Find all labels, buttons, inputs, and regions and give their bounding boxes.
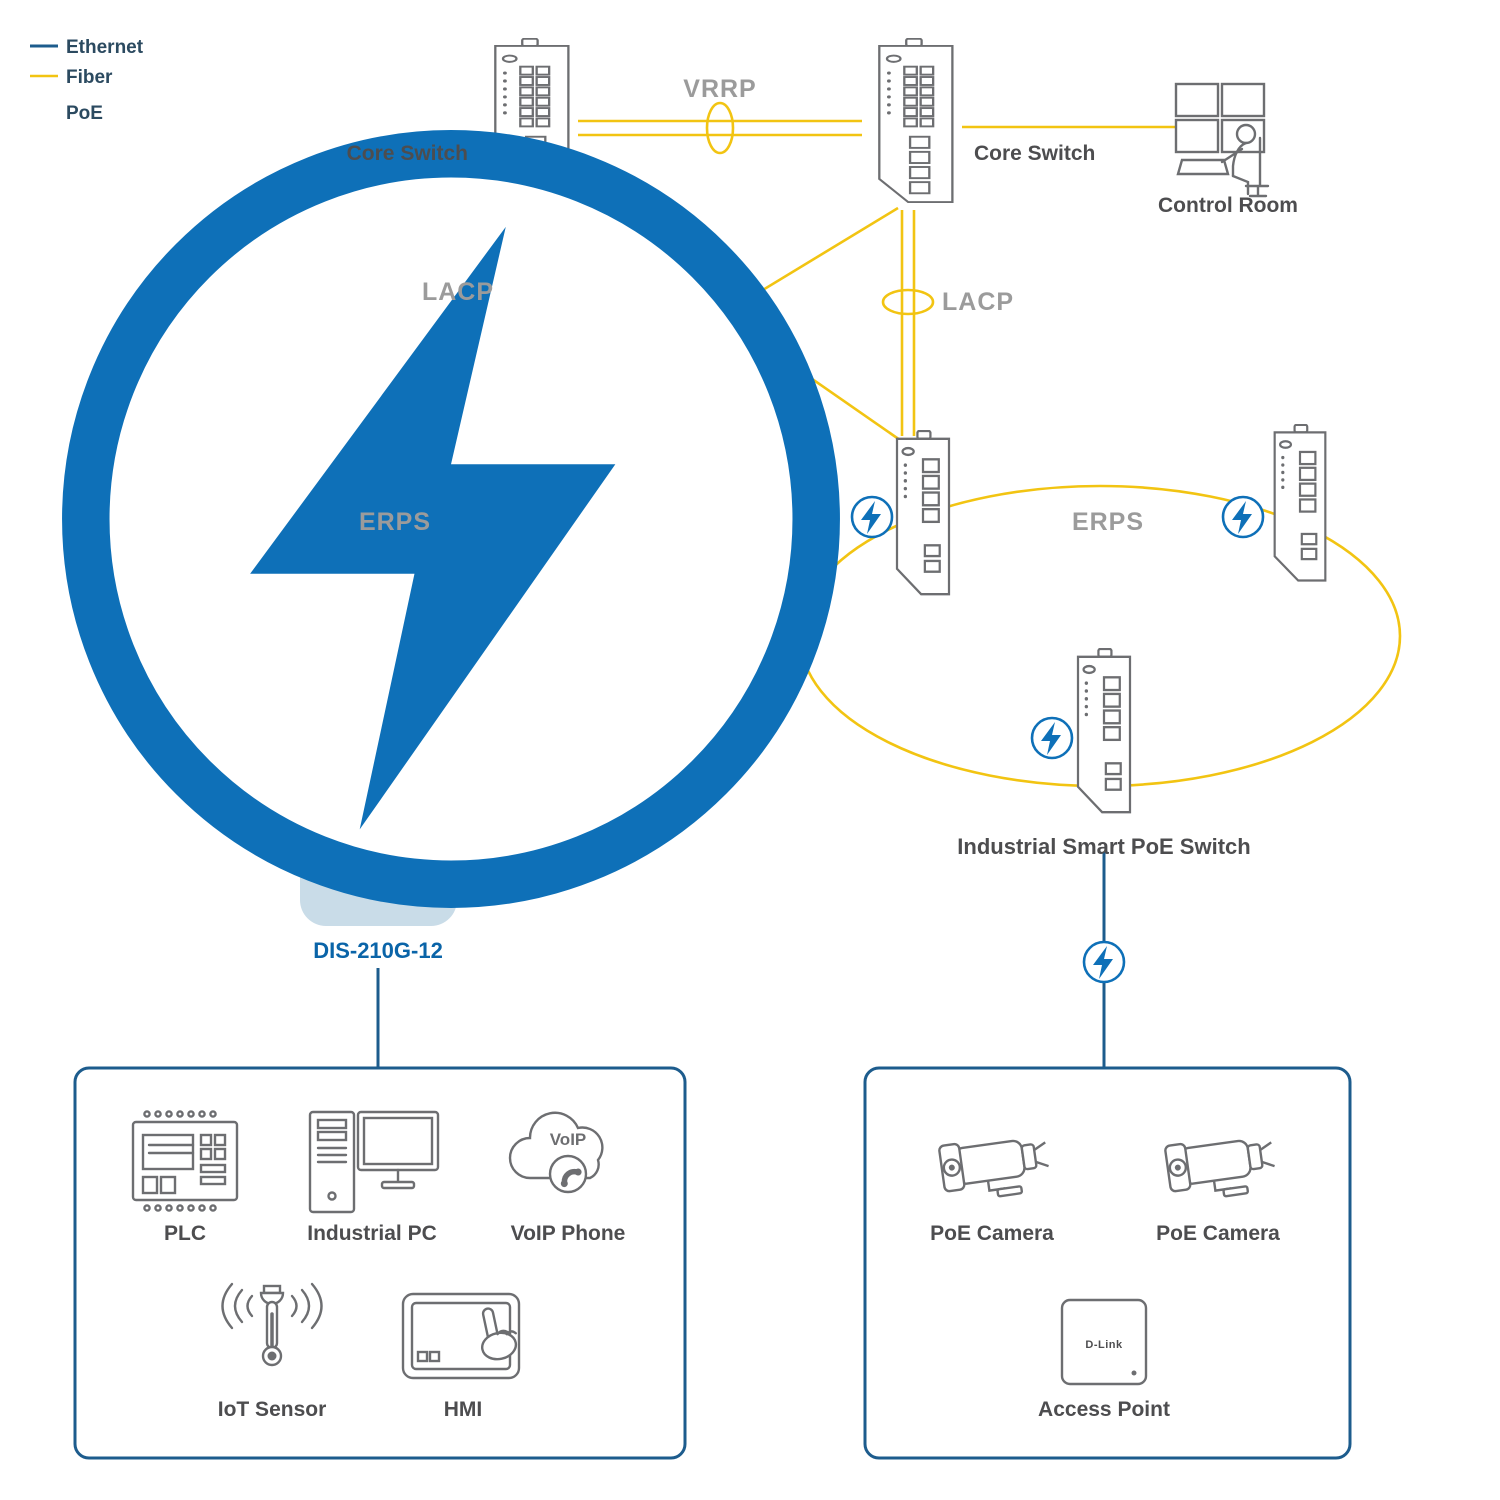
handset-icon [560, 1168, 582, 1188]
control-room-label: Control Room [1158, 194, 1298, 217]
access-point-icon: D-Link [1060, 1298, 1148, 1386]
erps-right-label: ERPS [1072, 508, 1144, 536]
vrrp-oval [705, 101, 735, 155]
legend-poe-icon [86, 154, 816, 884]
legend: Ethernet Fiber PoE [30, 37, 816, 884]
poe-switch-label: Industrial Smart PoE Switch [957, 834, 1250, 859]
iot-sensor-icon [221, 1282, 323, 1367]
lacp-left-label: LACP [422, 278, 494, 306]
right-ring-switches [850, 424, 1327, 814]
plc-icon [131, 1110, 239, 1212]
poe-switch-icon-2 [1273, 424, 1327, 582]
poe-icon-switch-1 [850, 495, 894, 539]
legend-poe-label: PoE [66, 103, 103, 124]
poe-icon-downlink [1082, 940, 1126, 984]
dis-model-label: DIS-210G-12 [313, 938, 443, 963]
hmi-label: HMI [444, 1398, 483, 1421]
poe-camera-2-label: PoE Camera [1156, 1222, 1280, 1245]
vrrp-label: VRRP [683, 75, 756, 103]
erps-left-label: ERPS [359, 508, 431, 536]
keyboard-icon [1176, 158, 1230, 176]
poe-camera-1-label: PoE Camera [930, 1222, 1054, 1245]
hmi-icon [401, 1292, 521, 1380]
voip-phone-icon: VoIP [508, 1111, 604, 1194]
core-switch-right-icon [878, 38, 954, 204]
lacp-right-label: LACP [942, 288, 1014, 316]
control-room-icon [1174, 82, 1270, 198]
industrial-pc-label: Industrial PC [307, 1222, 437, 1245]
voip-phone-label: VoIP Phone [511, 1222, 626, 1245]
operator-icon [1220, 123, 1270, 198]
access-point-label: Access Point [1038, 1398, 1170, 1421]
poe-switch-icon-1 [895, 430, 951, 596]
lacp-right-oval [881, 288, 935, 316]
plc-label: PLC [164, 1222, 206, 1245]
legend-fiber-label: Fiber [66, 67, 113, 88]
industrial-pc-icon [308, 1110, 440, 1214]
poe-icon-switch-2 [1221, 495, 1265, 539]
poe-switch-icon-3 [1076, 648, 1132, 814]
pointing-hand-icon [481, 1307, 518, 1361]
legend-ethernet-label: Ethernet [66, 37, 144, 58]
access-point-brand-label: D-Link [1085, 1339, 1123, 1351]
core-switch-right-label: Core Switch [974, 142, 1095, 165]
iot-sensor-label: IoT Sensor [218, 1398, 327, 1421]
poe-icon-switch-3 [1030, 716, 1074, 760]
voip-cloud-label: VoIP [550, 1130, 587, 1149]
core-switch-left-label: Core Switch [347, 142, 468, 165]
